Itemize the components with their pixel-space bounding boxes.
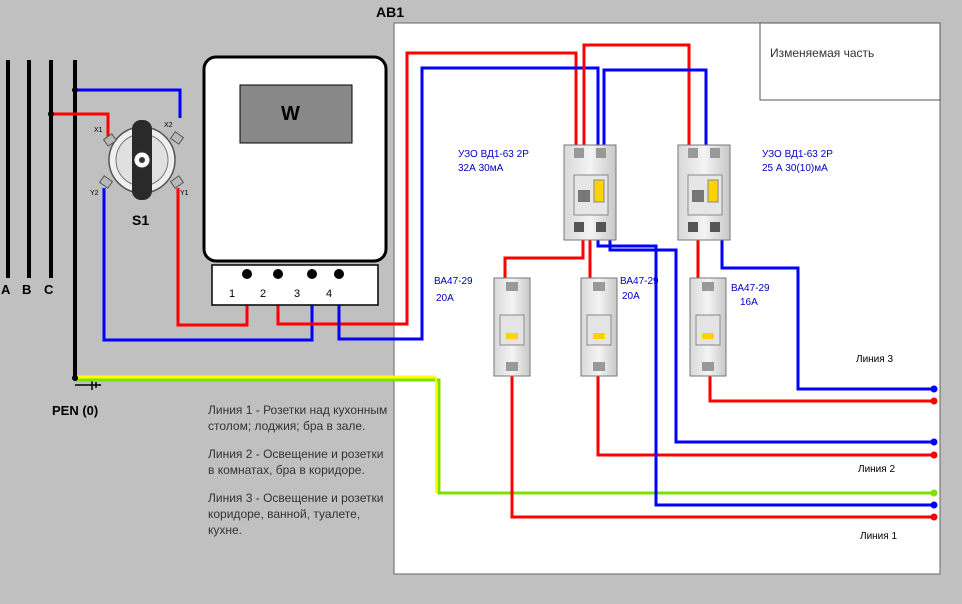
- ground-icon: [75, 380, 101, 390]
- switch-x1-label: X1: [94, 127, 103, 134]
- wire-phase-to-switch-x1: [51, 112, 110, 140]
- switch-label: S1: [132, 212, 149, 228]
- line1-phase: [510, 375, 934, 519]
- meter-display-label: W: [281, 103, 300, 125]
- wire-meter-4-neutral-out: [337, 66, 600, 341]
- note-line-1: Линия 1 - Розетки над кухонным столом; л…: [208, 403, 388, 433]
- line3-neutral: [720, 238, 934, 391]
- rcd-1-model: УЗО ВД1-63 2Р: [458, 149, 529, 160]
- breaker-3: [689, 277, 727, 377]
- line1-label: Линия 1: [860, 531, 897, 542]
- rcd-2-model: УЗО ВД1-63 2Р: [762, 149, 833, 160]
- pen-label: PEN (0): [52, 403, 98, 418]
- wire-pen-to-switch-x2: [75, 88, 182, 118]
- meter-terminal-2: 2: [260, 288, 266, 300]
- line-terminals: [930, 385, 938, 521]
- breaker-2-model: ВА47-29: [620, 276, 659, 287]
- meter-terminal-4: 4: [326, 288, 332, 300]
- note-line-3: Линия 3 - Освещение и розетки коридоре, …: [208, 491, 384, 537]
- breaker-1-rating: 20А: [436, 293, 454, 304]
- phase-c-label: C: [44, 282, 54, 297]
- breaker-2: [580, 277, 618, 377]
- wire-ground-green: [75, 378, 934, 495]
- meter-terminal-1: 1: [229, 288, 235, 300]
- switch-y2-label: Y2: [90, 190, 99, 197]
- line-notes: Линия 1 - Розетки над кухонным столом; л…: [208, 402, 388, 550]
- line3-phase: [708, 375, 934, 403]
- breaker-2-rating: 20А: [622, 291, 640, 302]
- rcd-2-rating: 25 А 30(10)мА: [762, 163, 828, 174]
- breaker-1: [493, 277, 531, 377]
- rcd-1-rating: 32А 30мА: [458, 163, 504, 174]
- wire-rcd1-to-breaker1: [503, 238, 585, 280]
- breaker-3-rating: 16А: [740, 297, 758, 308]
- note-line-2: Линия 2 - Освещение и розетки в комнатах…: [208, 447, 384, 477]
- line1-neutral: [596, 238, 934, 507]
- line2-label: Линия 2: [858, 464, 895, 475]
- phase-b-label: B: [22, 282, 31, 297]
- wire-phase-bridge-rcd2: [582, 43, 691, 145]
- electricity-meter: [202, 55, 388, 306]
- phase-a-label: A: [1, 282, 11, 297]
- panel-board: [393, 22, 941, 575]
- wire-neutral-bridge-rcd2: [602, 68, 708, 145]
- breaker-3-model: ВА47-29: [731, 283, 770, 294]
- bus-junctions: [48, 87, 78, 381]
- breaker-1-model: ВА47-29: [434, 276, 473, 287]
- rcd-2: [677, 144, 731, 241]
- switch-x2-label: X2: [164, 122, 173, 129]
- line3-label: Линия 3: [856, 354, 893, 365]
- line2-phase: [596, 375, 934, 457]
- changeable-part-box: [759, 22, 941, 101]
- switch-y1-label: Y1: [180, 190, 189, 197]
- changeable-part-label: Изменяемая часть: [770, 46, 874, 60]
- rcd-1: [563, 144, 617, 241]
- meter-terminal-3: 3: [294, 288, 300, 300]
- wire-switch-y2-to-meter-3: [102, 188, 314, 342]
- panel-title: АВ1: [376, 4, 404, 20]
- switch-s1[interactable]: [98, 120, 185, 200]
